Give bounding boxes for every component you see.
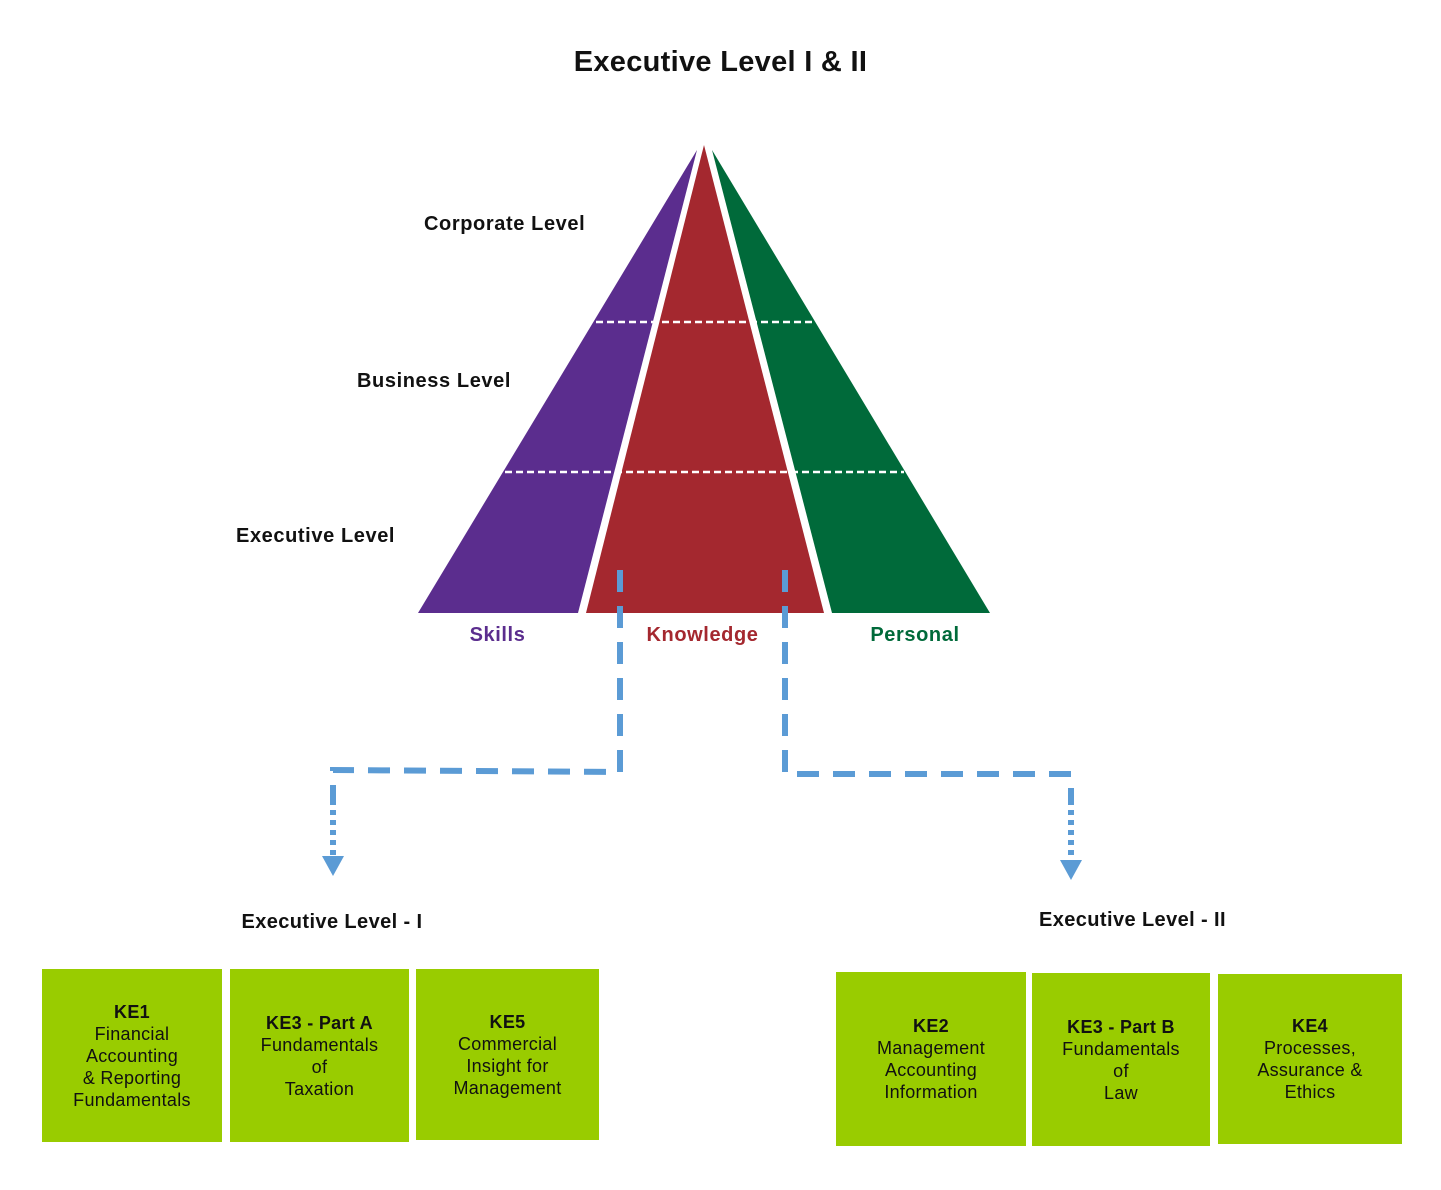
arrow-down-icon	[1060, 860, 1082, 880]
module-code: KE1	[114, 1001, 150, 1022]
knowledge-label: Knowledge	[646, 624, 759, 646]
module-name: Fundamentals of Law	[1062, 1038, 1180, 1103]
arrow-down-icon	[322, 856, 344, 876]
knowledge-segment	[586, 145, 824, 613]
executive-level-1-label: Executive Level - I	[241, 911, 423, 933]
module-ke1: KE1 Financial Accounting & Reporting Fun…	[42, 969, 222, 1142]
page-title: Executive Level I & II	[573, 46, 868, 78]
module-ke4: KE4 Processes, Assurance & Ethics	[1218, 974, 1402, 1144]
module-code: KE4	[1292, 1016, 1328, 1036]
connector-left	[330, 570, 623, 858]
connector-right	[782, 570, 1074, 862]
personal-segment	[712, 150, 990, 613]
business-level-label: Business Level	[357, 370, 512, 392]
module-name: Commercial Insight for Management	[453, 1033, 562, 1098]
module-code: KE3 - Part B	[1067, 1016, 1175, 1037]
corporate-level-label: Corporate Level	[424, 213, 586, 235]
module-ke5: KE5 Commercial Insight for Management	[416, 969, 599, 1140]
module-code: KE5	[489, 1011, 526, 1032]
module-name: Processes, Assurance & Ethics	[1257, 1038, 1363, 1102]
skills-label: Skills	[469, 624, 526, 646]
executive-level-label: Executive Level	[236, 525, 396, 547]
module-ke3-part-b: KE3 - Part B Fundamentals of Law	[1032, 973, 1210, 1146]
personal-label: Personal	[870, 624, 960, 646]
module-name: Fundamentals of Taxation	[260, 1034, 379, 1099]
module-code: KE3 - Part A	[266, 1012, 373, 1033]
module-name: Management Accounting Information	[876, 1038, 986, 1102]
module-code: KE2	[913, 1016, 949, 1036]
executive-level-2-label: Executive Level - II	[1039, 909, 1226, 931]
skills-segment	[418, 150, 697, 613]
module-name: Financial Accounting & Reporting Fundame…	[73, 1023, 191, 1110]
module-ke3-part-a: KE3 - Part A Fundamentals of Taxation	[230, 969, 409, 1142]
module-ke2: KE2 Management Accounting Information	[836, 972, 1026, 1146]
